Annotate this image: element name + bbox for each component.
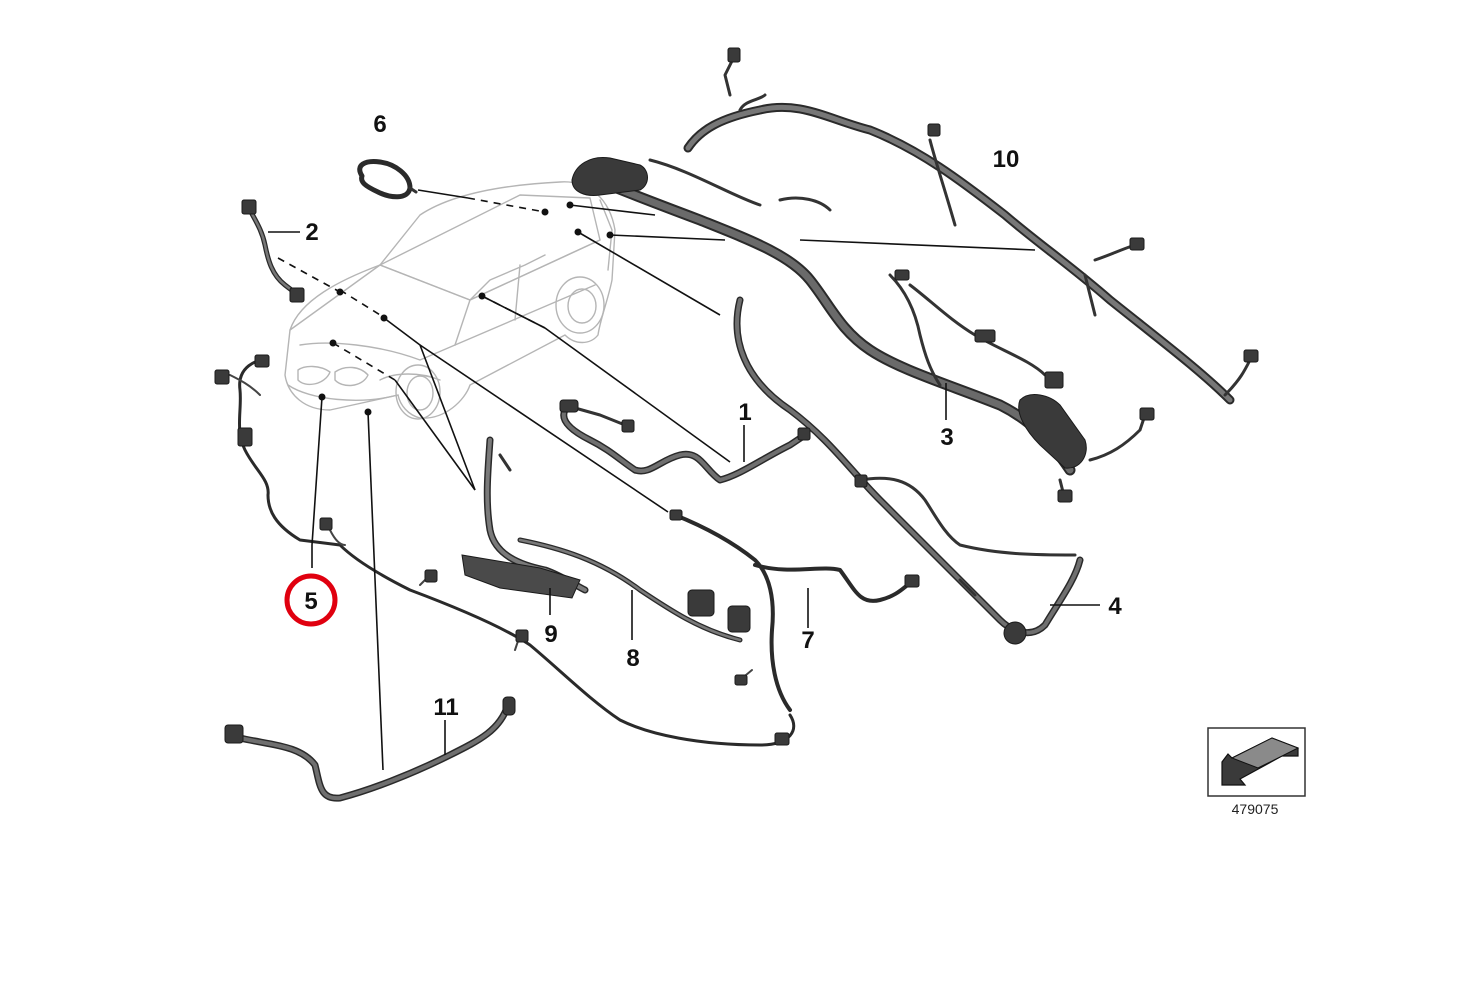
orientation-reference: 479075 [1207,727,1306,817]
harness-11 [224,696,516,802]
harness-9 [461,436,589,599]
callout-9: 9 [544,621,557,648]
callout-2: 2 [305,219,318,246]
reference-number: 479075 [1232,801,1279,817]
callout-10: 10 [993,146,1020,173]
callout-8: 8 [626,645,639,672]
harness-5 [214,354,796,747]
leader-lines [268,189,1100,771]
callout-4: 4 [1108,593,1122,620]
callout-6: 6 [373,111,386,138]
callout-7: 7 [801,627,814,654]
callout-labels: 1 2 3 4 5 6 7 8 9 10 11 [284,111,1122,721]
harness-10 [683,47,1259,405]
callout-3: 3 [940,424,953,451]
harness-1 [559,399,811,484]
harness-3 [571,156,1155,503]
callout-11: 11 [433,694,458,721]
callout-5: 5 [304,588,317,615]
vehicle-outline [284,181,616,420]
callout-1: 1 [738,399,751,426]
harness-2 [241,199,305,303]
harness-4 [733,296,1084,645]
harness-8 [517,537,751,643]
harness-7 [669,509,920,712]
callout-5-highlight-ring [284,573,338,627]
harness-6 [357,159,418,200]
